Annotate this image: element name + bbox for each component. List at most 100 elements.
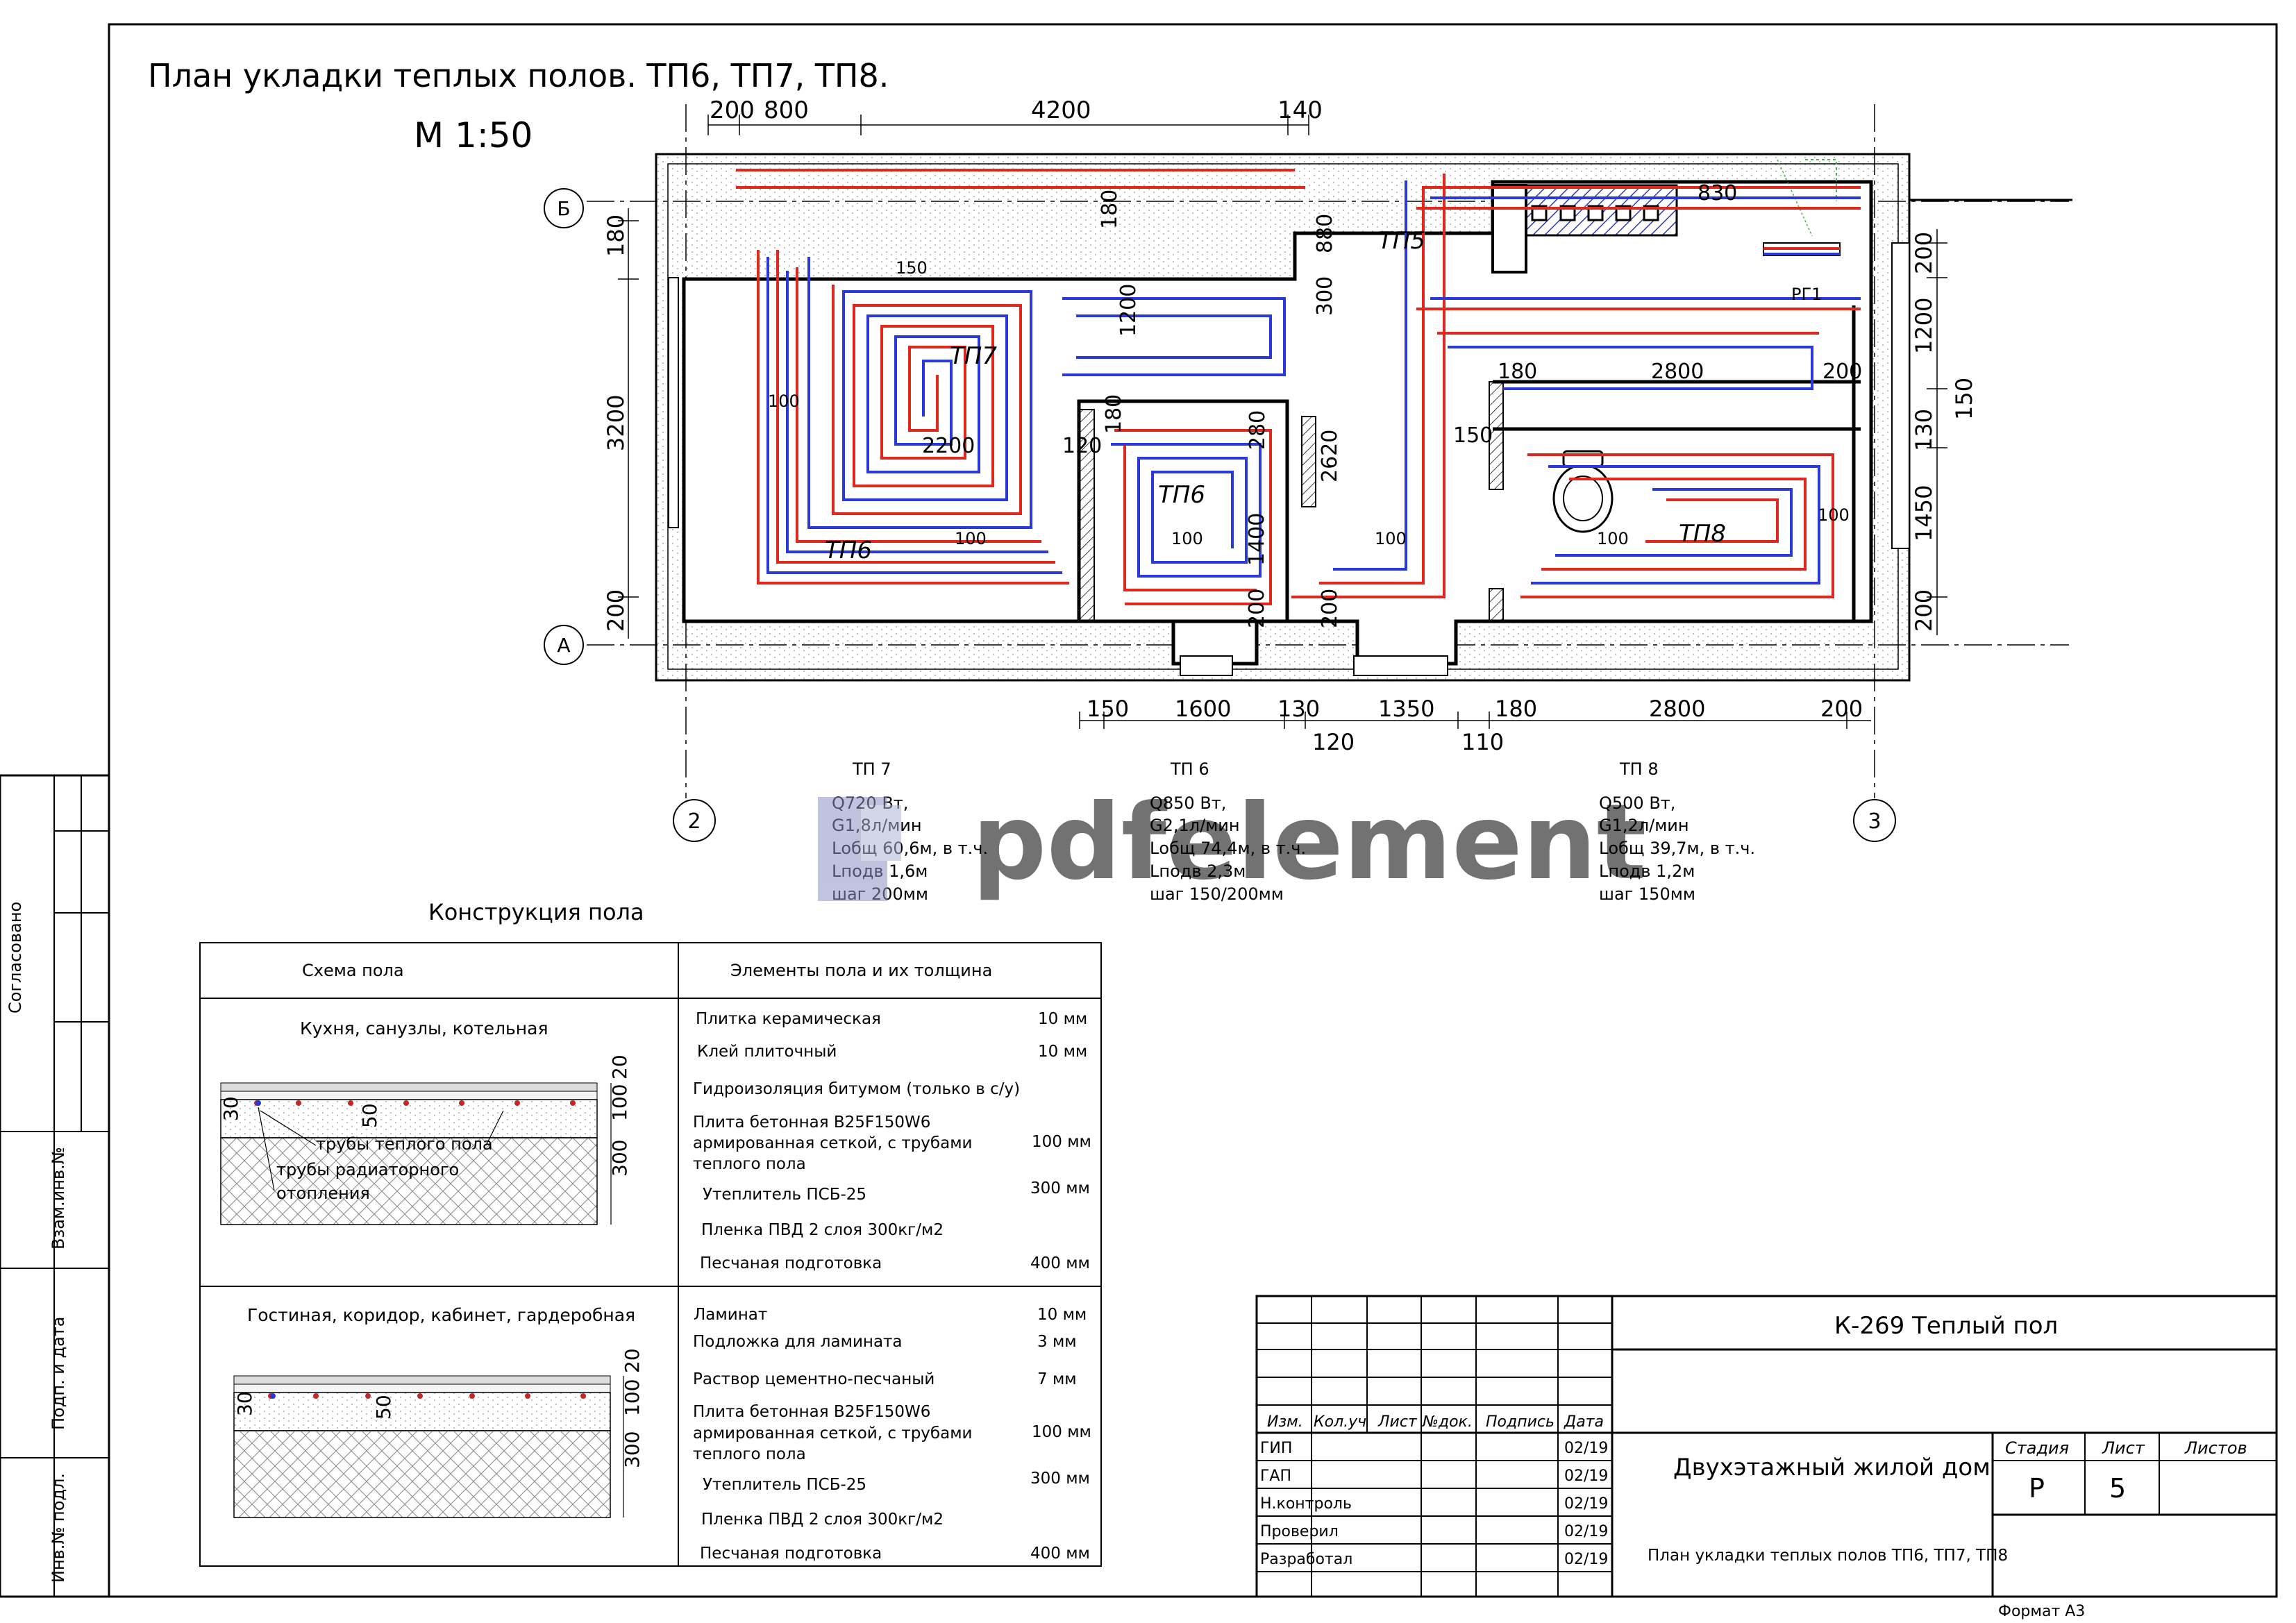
stamp-sheets-label: Листов — [2184, 1438, 2247, 1458]
s1-dim-20: 20 — [608, 1054, 631, 1079]
dim-150a: 150 — [896, 258, 928, 278]
zone-tp7: ТП7 — [950, 342, 997, 370]
role-razrabotal: Разработал — [1260, 1551, 1352, 1568]
dim-1400: 1400 — [1245, 513, 1269, 566]
s1-item6: Пленка ПВД 2 слоя 300кг/м2 — [701, 1221, 944, 1239]
stamp-code: К-269 Теплый пол — [1834, 1312, 2058, 1340]
dim-right-200: 200 — [1911, 232, 1937, 274]
label-pipes-rad2: отопления — [276, 1184, 370, 1203]
dim-100f: 100 — [1818, 505, 1850, 525]
dim-right-200b: 200 — [1911, 589, 1937, 632]
dim-830: 830 — [1698, 181, 1737, 205]
label-pipes-rad1: трубы радиаторного — [276, 1160, 459, 1179]
date-gip: 02/19 — [1564, 1440, 1608, 1457]
dim-bottom-110: 110 — [1461, 729, 1504, 755]
pipes-return — [766, 180, 1861, 585]
s2-item4-val: 100 мм — [1032, 1423, 1091, 1441]
dim-bottom-1600: 1600 — [1175, 696, 1231, 722]
s2-item3-val: 7 мм — [1037, 1370, 1077, 1388]
s1-item5: Утеплитель ПСБ-25 — [703, 1186, 866, 1204]
s2-item1: Ламинат — [694, 1306, 767, 1324]
dim-880: 880 — [1313, 214, 1337, 253]
dim-bottom-2800: 2800 — [1649, 696, 1705, 722]
title-block: Изм. Кол.уч Лист №док. Подпись Дата ГИП … — [1255, 1295, 2278, 1620]
s2-item6: Пленка ПВД 2 слоя 300кг/м2 — [701, 1511, 944, 1529]
dim-180c: 180 — [1498, 360, 1537, 384]
s1-item4-l1: Плита бетонная В25F150W6 — [693, 1113, 930, 1132]
side-stamp: Согласовано Взам.инв.№ Подп. и дата Инв.… — [0, 774, 110, 1598]
dimensions-left — [618, 208, 639, 639]
stamp-project: Двухэтажный жилой дом — [1673, 1454, 1991, 1481]
s2-item4-l1: Плита бетонная В25F150W6 — [693, 1403, 930, 1421]
section2-name: Гостиная, коридор, кабинет, гардеробная — [247, 1305, 635, 1325]
dim-200a: 200 — [1822, 360, 1862, 384]
stamp-stage-label: Стадия — [2005, 1438, 2069, 1458]
hdr-date: Дата — [1564, 1413, 1604, 1431]
date-gap: 02/19 — [1564, 1468, 1608, 1485]
dim-left-values: 180 3200 200 — [603, 215, 629, 632]
zone-tp5: ТП5 — [1378, 227, 1425, 255]
s2-dim-100: 100 — [621, 1379, 644, 1416]
role-gap: ГАП — [1260, 1468, 1291, 1485]
dim-top-4200: 4200 — [1031, 96, 1091, 124]
s2-item1-val: 10 мм — [1037, 1306, 1087, 1324]
s1-item2-val: 10 мм — [1038, 1043, 1087, 1061]
dim-bottom-1350: 1350 — [1378, 696, 1434, 722]
s2-dim-30: 30 — [233, 1391, 256, 1416]
watermark: pdfelement — [818, 782, 1646, 903]
dim-280: 280 — [1246, 410, 1270, 450]
dim-100d: 100 — [1375, 529, 1407, 548]
circuit-tp6-line5: шаг 150/200мм — [1150, 884, 1284, 904]
s1-item4-l3: теплого пола — [693, 1155, 806, 1173]
page-title: План укладки теплых полов. ТП6, ТП7, ТП8… — [148, 57, 889, 94]
side-inv-orig: Инв.№ подл. — [49, 1473, 68, 1583]
section2-schema: 30 50 20 100 300 — [233, 1348, 644, 1518]
s1-item1: Плитка керамическая — [696, 1010, 881, 1028]
construction-col2: Элементы пола и их толщина — [730, 961, 992, 980]
section1-schema: трубы теплого пола трубы радиаторного от… — [219, 1054, 631, 1225]
dim-bottom-180: 180 — [1495, 696, 1537, 722]
circuit-tp6-name: ТП 6 — [1170, 759, 1209, 779]
s2-item7-val: 400 мм — [1030, 1545, 1090, 1563]
dim-bottom-130: 130 — [1277, 696, 1320, 722]
dimensions-top — [707, 115, 1309, 135]
dim-120: 120 — [1062, 434, 1102, 458]
stamp-sheet-title: План укладки теплых полов ТП6, ТП7, ТП8 — [1648, 1547, 2008, 1565]
s2-item2: Подложка для ламината — [693, 1333, 903, 1351]
circuit-tp8-name: ТП 8 — [1619, 759, 1659, 779]
role-gip: ГИП — [1260, 1440, 1292, 1457]
building-plan — [655, 153, 2072, 682]
hdr-list: Лист — [1377, 1413, 1418, 1431]
s1-dim-50: 50 — [358, 1103, 381, 1128]
dim-bottom-150: 150 — [1087, 696, 1129, 722]
dim-100c: 100 — [1171, 529, 1203, 548]
s1-item5-val: 300 мм — [1030, 1179, 1090, 1197]
scale-label: М 1:50 — [414, 115, 533, 155]
dim-top-values: 200 800 4200 140 — [710, 96, 1323, 124]
zone-tp6-label: ТП6 — [1158, 481, 1205, 509]
dim-180a: 180 — [1098, 190, 1122, 229]
dim-300: 300 — [1313, 276, 1337, 316]
dim-100e: 100 — [1597, 529, 1629, 548]
dim-180b: 180 — [1102, 394, 1126, 434]
dim-right-values: 200 1200 130 150 1450 200 — [1911, 232, 1977, 632]
dim-top-800: 800 — [764, 96, 809, 124]
side-inv-replace: Взам.инв.№ — [49, 1147, 68, 1250]
s1-item2: Клей плиточный — [697, 1043, 837, 1061]
zone-tp6b: ТП6 — [825, 537, 872, 564]
s1-dim-30: 30 — [219, 1096, 242, 1121]
s2-dim-300: 300 — [621, 1431, 644, 1468]
date-proveril: 02/19 — [1564, 1523, 1608, 1540]
s1-item4-val: 100 мм — [1032, 1133, 1091, 1151]
pipes-supply — [736, 169, 1861, 605]
s1-item7: Песчаная подготовка — [700, 1254, 882, 1272]
s2-item5: Утеплитель ПСБ-25 — [703, 1476, 866, 1494]
construction-table: Конструкция пола Схема пола Элементы пол… — [199, 899, 1102, 1567]
circuit-tp8-line5: шаг 150мм — [1599, 884, 1695, 904]
circuit-tp7-name: ТП 7 — [852, 759, 891, 779]
dim-2620: 2620 — [1318, 430, 1342, 482]
dim-top-140: 140 — [1277, 96, 1323, 124]
s1-dim-100: 100 — [608, 1084, 631, 1121]
dim-top-200: 200 — [710, 96, 755, 124]
dim-right-150: 150 — [1951, 378, 1977, 420]
